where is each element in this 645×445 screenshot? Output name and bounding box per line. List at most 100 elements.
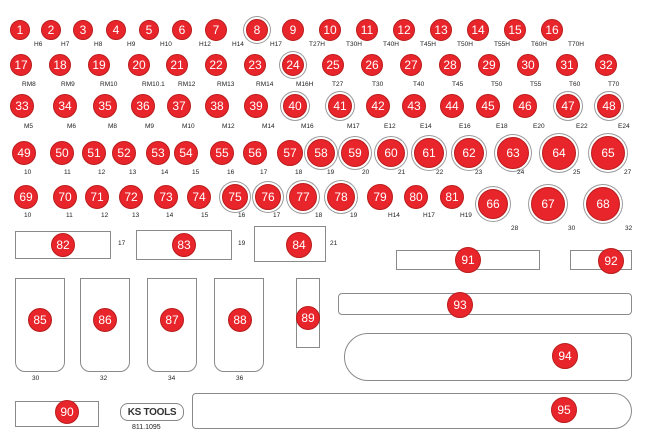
socket-position-45[interactable]: 45 xyxy=(476,94,500,118)
socket-position-82[interactable]: 82 xyxy=(51,233,75,257)
socket-position-90[interactable]: 90 xyxy=(55,400,79,424)
socket-position-34[interactable]: 34 xyxy=(53,94,77,118)
socket-position-92[interactable]: 92 xyxy=(598,248,624,274)
socket-position-3[interactable]: 3 xyxy=(73,20,93,40)
socket-position-86[interactable]: 86 xyxy=(93,308,117,332)
socket-position-71[interactable]: 71 xyxy=(85,185,109,209)
socket-position-20[interactable]: 20 xyxy=(128,54,150,76)
socket-position-18[interactable]: 18 xyxy=(49,54,71,76)
socket-position-68[interactable]: 68 xyxy=(586,187,620,221)
socket-position-28[interactable]: 28 xyxy=(439,54,461,76)
socket-position-48[interactable]: 48 xyxy=(597,94,621,118)
socket-position-2[interactable]: 2 xyxy=(41,20,61,40)
socket-position-51[interactable]: 51 xyxy=(82,141,106,165)
socket-position-50[interactable]: 50 xyxy=(50,141,74,165)
socket-position-14[interactable]: 14 xyxy=(467,19,489,41)
socket-position-88[interactable]: 88 xyxy=(228,308,252,332)
socket-position-39[interactable]: 39 xyxy=(244,94,268,118)
socket-position-64[interactable]: 64 xyxy=(542,136,576,170)
socket-position-23[interactable]: 23 xyxy=(244,54,266,76)
socket-position-35[interactable]: 35 xyxy=(93,94,117,118)
socket-position-77[interactable]: 77 xyxy=(289,183,317,211)
socket-position-93[interactable]: 93 xyxy=(447,292,473,318)
socket-position-36[interactable]: 36 xyxy=(131,94,155,118)
socket-position-4[interactable]: 4 xyxy=(106,20,126,40)
socket-position-47[interactable]: 47 xyxy=(556,94,580,118)
socket-position-6[interactable]: 6 xyxy=(172,20,192,40)
socket-position-27[interactable]: 27 xyxy=(400,54,422,76)
socket-position-42[interactable]: 42 xyxy=(366,94,390,118)
socket-position-41[interactable]: 41 xyxy=(328,94,352,118)
socket-position-66[interactable]: 66 xyxy=(478,189,508,219)
socket-position-62[interactable]: 62 xyxy=(454,138,484,168)
socket-position-24[interactable]: 24 xyxy=(282,54,304,76)
socket-position-7[interactable]: 7 xyxy=(205,19,227,41)
socket-position-40[interactable]: 40 xyxy=(283,94,307,118)
socket-position-60[interactable]: 60 xyxy=(377,139,405,167)
socket-position-79[interactable]: 79 xyxy=(367,184,393,210)
socket-position-32[interactable]: 32 xyxy=(595,54,617,76)
position-number: 92 xyxy=(604,254,618,268)
socket-position-49[interactable]: 49 xyxy=(12,141,36,165)
socket-position-54[interactable]: 54 xyxy=(174,141,198,165)
socket-position-76[interactable]: 76 xyxy=(255,184,281,210)
socket-position-59[interactable]: 59 xyxy=(341,139,369,167)
socket-position-69[interactable]: 69 xyxy=(14,185,38,209)
socket-position-85[interactable]: 85 xyxy=(28,308,52,332)
socket-position-43[interactable]: 43 xyxy=(402,94,426,118)
socket-position-95[interactable]: 95 xyxy=(551,397,577,423)
socket-position-8[interactable]: 8 xyxy=(246,19,268,41)
socket-position-81[interactable]: 81 xyxy=(440,185,464,209)
socket-position-29[interactable]: 29 xyxy=(478,54,500,76)
socket-position-21[interactable]: 21 xyxy=(166,54,188,76)
socket-position-15[interactable]: 15 xyxy=(504,19,526,41)
socket-position-94[interactable]: 94 xyxy=(552,343,578,369)
socket-position-33[interactable]: 33 xyxy=(10,94,34,118)
socket-position-65[interactable]: 65 xyxy=(591,136,625,170)
socket-position-22[interactable]: 22 xyxy=(205,54,227,76)
socket-position-87[interactable]: 87 xyxy=(160,308,184,332)
socket-position-37[interactable]: 37 xyxy=(167,94,191,118)
socket-position-31[interactable]: 31 xyxy=(556,54,578,76)
socket-position-83[interactable]: 83 xyxy=(172,233,196,257)
socket-position-13[interactable]: 13 xyxy=(430,19,452,41)
socket-position-53[interactable]: 53 xyxy=(146,141,170,165)
size-label: 10 xyxy=(24,169,32,176)
socket-position-89[interactable]: 89 xyxy=(296,306,320,330)
socket-position-10[interactable]: 10 xyxy=(319,19,341,41)
position-number: 82 xyxy=(56,238,70,252)
socket-position-12[interactable]: 12 xyxy=(393,19,415,41)
socket-position-91[interactable]: 91 xyxy=(455,247,481,273)
socket-position-84[interactable]: 84 xyxy=(286,232,312,258)
socket-position-80[interactable]: 80 xyxy=(404,185,428,209)
socket-position-75[interactable]: 75 xyxy=(222,184,248,210)
socket-position-11[interactable]: 11 xyxy=(356,19,378,41)
size-label: 14 xyxy=(161,169,169,176)
socket-position-1[interactable]: 1 xyxy=(10,20,30,40)
socket-position-55[interactable]: 55 xyxy=(210,141,234,165)
socket-position-25[interactable]: 25 xyxy=(322,54,344,76)
socket-position-70[interactable]: 70 xyxy=(53,185,77,209)
socket-position-61[interactable]: 61 xyxy=(414,138,444,168)
socket-position-73[interactable]: 73 xyxy=(154,185,178,209)
socket-position-30[interactable]: 30 xyxy=(517,54,539,76)
socket-position-78[interactable]: 78 xyxy=(327,183,355,211)
size-label: 15 xyxy=(192,169,200,176)
socket-position-67[interactable]: 67 xyxy=(531,187,565,221)
socket-position-56[interactable]: 56 xyxy=(243,141,267,165)
socket-position-57[interactable]: 57 xyxy=(277,140,303,166)
socket-position-5[interactable]: 5 xyxy=(139,20,159,40)
socket-position-46[interactable]: 46 xyxy=(513,94,537,118)
socket-position-72[interactable]: 72 xyxy=(119,185,143,209)
socket-position-9[interactable]: 9 xyxy=(282,19,304,41)
socket-position-74[interactable]: 74 xyxy=(187,185,211,209)
socket-position-63[interactable]: 63 xyxy=(497,137,529,169)
socket-position-16[interactable]: 16 xyxy=(541,19,563,41)
socket-position-38[interactable]: 38 xyxy=(205,94,229,118)
socket-position-44[interactable]: 44 xyxy=(440,94,464,118)
socket-position-17[interactable]: 17 xyxy=(10,54,32,76)
socket-position-26[interactable]: 26 xyxy=(361,54,383,76)
socket-position-52[interactable]: 52 xyxy=(112,141,136,165)
socket-position-19[interactable]: 19 xyxy=(88,54,110,76)
socket-position-58[interactable]: 58 xyxy=(307,139,335,167)
